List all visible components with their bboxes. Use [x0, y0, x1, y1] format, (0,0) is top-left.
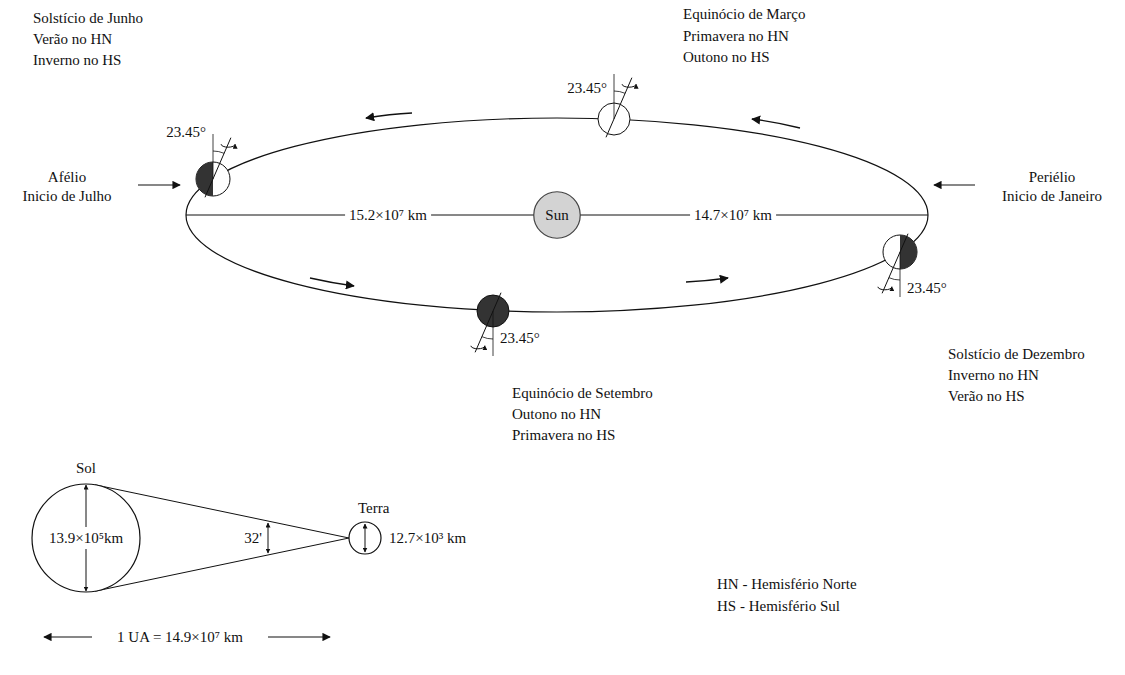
pointer-arrow [138, 184, 180, 185]
angle-dimension [268, 523, 269, 553]
vertical-reference [493, 311, 494, 356]
earth-axis [606, 78, 632, 138]
distance-dimension [268, 636, 330, 637]
sun-circle [534, 192, 581, 239]
distance-label: 15.2×10⁷ km [345, 207, 431, 223]
season-label: Equinócio de Março [683, 6, 805, 22]
tilt-angle: 23.45° [567, 80, 607, 96]
tilt-angle: 23.45° [907, 280, 947, 296]
abbreviation-note: HS - Hemisfério Sul [717, 598, 840, 614]
season-label: Inverno no HS [33, 52, 121, 68]
tilt-arc [482, 337, 493, 339]
season-label: Verão no HN [33, 31, 112, 47]
orbit-direction-arrow [752, 119, 800, 128]
vertical-reference [900, 252, 901, 297]
body-name: Terra [358, 500, 389, 516]
rotation-symbol [221, 144, 235, 147]
tilt-arc [614, 91, 625, 93]
distance-label: 14.7×10⁷ km [690, 207, 776, 223]
sun-name: Sun [545, 207, 568, 223]
earth-disc [349, 522, 381, 554]
season-label: Solstício de Dezembro [948, 346, 1085, 362]
date-label: Inicio de Julho [22, 188, 111, 204]
distance-label: 1 UA = 14.9×10⁷ km [117, 629, 243, 645]
orbit-direction-arrow [310, 278, 354, 286]
rotation-symbol [622, 84, 636, 87]
orbit-direction-arrow [686, 278, 728, 282]
season-label: Inverno no HN [948, 367, 1039, 383]
abbreviation-note: HN - Hemisfério Norte [717, 576, 857, 592]
orbit-direction-arrow [366, 113, 412, 118]
sun-disc [32, 484, 140, 592]
tilt-angle: 23.45° [500, 330, 540, 346]
season-label: Primavera no HN [683, 28, 789, 44]
vertical-reference [213, 134, 214, 179]
earth-axis [205, 138, 231, 198]
sun-circle: Sun [533, 191, 581, 239]
orbit-ellipse [186, 118, 928, 312]
earth-night-side [196, 162, 213, 196]
earth-axis [475, 293, 501, 353]
season-label: Equinócio de Setembro [512, 385, 653, 401]
season-label: Verão no HS [948, 388, 1025, 404]
season-label: Outono no HN [512, 406, 601, 422]
sun-disc: Sol 13.9×10⁵km [30, 460, 142, 594]
tilt-arc [213, 151, 224, 153]
season-label: Solstício de Junho [33, 10, 143, 26]
date-label: Inicio de Janeiro [1002, 188, 1102, 204]
distance-dimension [44, 636, 92, 637]
diameter-dimension [86, 549, 87, 591]
orbit-point-label: Periélio [1029, 169, 1076, 185]
diameter-dimension [365, 524, 366, 552]
earth-night-side [900, 235, 917, 269]
tilt-arc [889, 278, 900, 280]
season-label: Outono no HS [683, 49, 770, 65]
diameter-value: 12.7×10³ km [389, 530, 466, 546]
earth-disc: Terra12.7×10³ km [347, 500, 468, 556]
body-name: Sol [76, 460, 96, 476]
diameter-dimension [86, 485, 87, 527]
rotation-symbol [471, 346, 485, 349]
season-label: Primavera no HS [512, 427, 615, 443]
angle-label: 32' [244, 530, 262, 546]
pointer-arrow [934, 184, 975, 185]
diameter-value: 13.9×10⁵km [49, 530, 123, 546]
earth-axis [882, 234, 908, 294]
node-outline [30, 460, 142, 594]
tilt-angle: 23.45° [166, 124, 206, 140]
orbit-point-label: Afélio [48, 169, 86, 185]
vertical-reference [614, 74, 615, 119]
rotation-symbol [878, 287, 892, 290]
